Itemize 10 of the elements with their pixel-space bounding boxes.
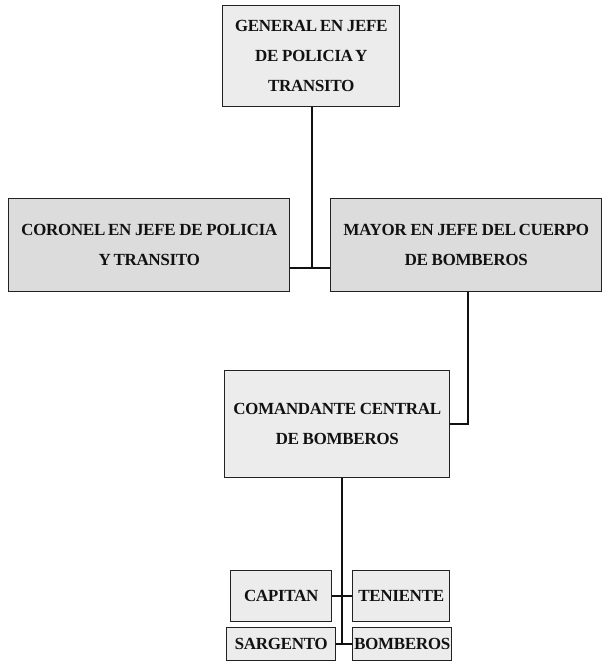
rank-box: TENIENTE <box>352 570 450 622</box>
rank-box: CORONEL EN JEFE DE POLICIA Y TRANSITO <box>8 198 290 292</box>
rank-box: GENERAL EN JEFE DE POLICIA Y TRANSITO <box>222 5 400 107</box>
rank-box: SARGENTO <box>226 627 336 661</box>
rank-box: CAPITAN <box>230 570 332 622</box>
connector-line <box>311 107 330 269</box>
rank-box: BOMBEROS <box>352 627 452 661</box>
rank-box: MAYOR EN JEFE DEL CUERPO DE BOMBEROS <box>330 198 602 292</box>
connector-line <box>450 292 469 425</box>
rank-box: COMANDANTE CENTRAL DE BOMBEROS <box>224 370 450 478</box>
